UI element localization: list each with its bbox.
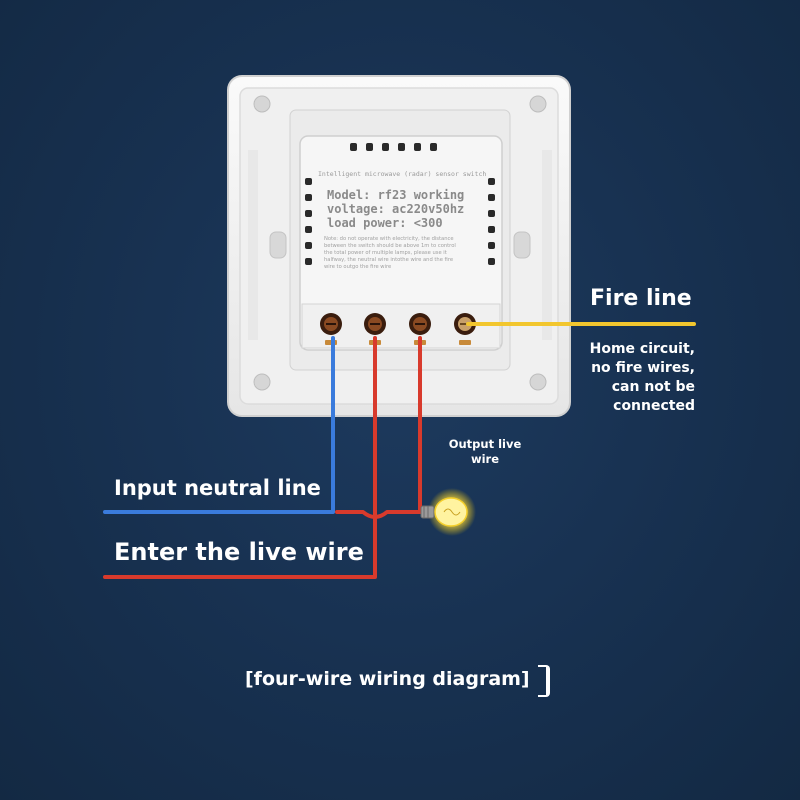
live-wire-input [103, 336, 377, 579]
caption-bracket-decoration [538, 665, 550, 697]
spec-model: Model: rf23 working [327, 188, 465, 202]
switch-warning-note: Note: do not operate with electricity, t… [324, 236, 456, 270]
home-circuit-note: Home circuit, no fire wires, can not be … [589, 341, 695, 414]
light-bulb-icon [420, 488, 476, 536]
spec-voltage: voltage: ac220v50hz [327, 202, 465, 216]
output-live-wire-label: Output live wire [448, 437, 522, 466]
wires [103, 322, 696, 579]
terminal-3 [409, 313, 431, 335]
diagram-caption: [four-wire wiring diagram] [245, 668, 530, 690]
fire-line-label: Fire line [590, 286, 692, 311]
enter-live-wire-label: Enter the live wire [114, 538, 364, 566]
spec-load-power: load power: <300 [327, 216, 443, 230]
terminal-4 [454, 313, 476, 335]
neutral-wire [103, 336, 335, 514]
input-neutral-line-label: Input neutral line [114, 476, 321, 500]
mounting-slots [248, 150, 552, 340]
corner-screw-holes [253, 95, 547, 391]
switch-product-title: Intelligent microwave (radar) sensor swi… [318, 170, 487, 178]
terminal-2 [364, 313, 386, 335]
terminal-1 [320, 313, 342, 335]
live-wire-output [335, 336, 422, 519]
